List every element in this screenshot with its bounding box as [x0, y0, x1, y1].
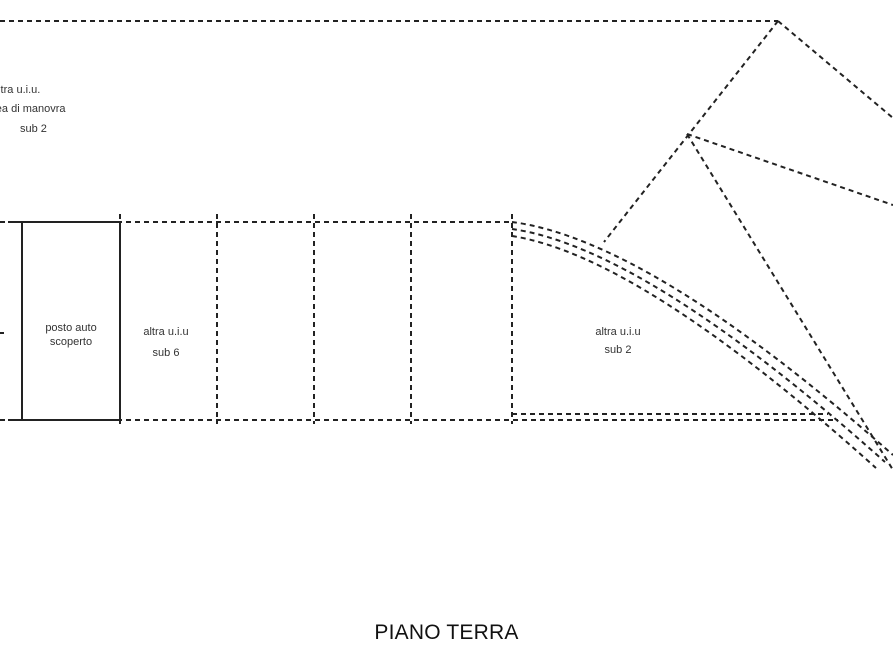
- ramp-curve-3: [511, 235, 877, 469]
- upper-right-diagonal: [777, 20, 893, 119]
- middle-label-line2: sub 6: [153, 347, 180, 359]
- ramp-curve-1: [511, 221, 893, 456]
- ramp-curve-2: [511, 228, 886, 463]
- parking-space-outline: [21, 221, 121, 421]
- floor-title: PIANO TERRA: [374, 621, 519, 644]
- middle-label-line1: altra u.i.u: [143, 326, 188, 338]
- parking-label-line1: posto auto: [45, 322, 96, 334]
- top-left-label-line2: area di manovra: [0, 103, 66, 115]
- top-left-label-line1: altra u.i.u.: [0, 84, 40, 96]
- parking-label-line2: scoperto: [50, 336, 92, 348]
- right-label-line1: altra u.i.u: [595, 326, 640, 338]
- top-left-label-line3: sub 2: [20, 123, 47, 135]
- ramp-diagonal-mid: [686, 133, 893, 206]
- right-label-line2: sub 2: [605, 344, 632, 356]
- ramp-diagonal-long: [686, 133, 893, 471]
- ramp-diagonal-left: [603, 20, 779, 243]
